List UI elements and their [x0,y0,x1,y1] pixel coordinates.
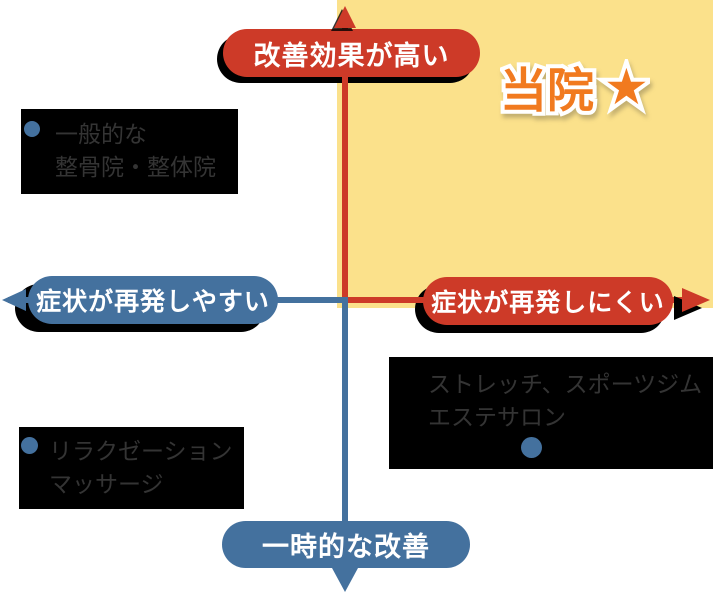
arrow-left-icon [2,289,26,311]
vertical-axis-top-line [342,22,348,300]
axis-label-left-text: 症状が再発しやすい [36,288,270,316]
axis-label-bottom-text: 一時的な改善 [262,532,430,562]
competitor-general-line2: 整骨院・整体院 [55,154,216,180]
arrow-right-icon [682,288,710,312]
competitor-relaxation-line1: リラクゼーション [49,438,233,464]
star-icon: ★ [600,55,653,119]
arrow-up-icon [334,6,356,28]
axis-label-top: 改善効果が高い [223,29,480,77]
bullet-dot-icon [24,121,40,137]
our-clinic-label: 当院 ★ [496,52,653,122]
axis-label-right: 症状が再発しにくい [423,277,673,325]
vertical-axis-bottom-line [342,300,348,572]
bullet-dot-icon [521,437,542,458]
axis-label-top-text: 改善効果が高い [253,40,450,71]
competitor-general-line1: 一般的な [55,121,147,147]
our-clinic-text: 当院 [496,60,598,121]
competitor-stretch-line2: エステサロン [428,404,566,430]
arrow-down-icon [332,568,358,592]
competitor-box-stretch-gym-salon: ストレッチ、スポーツジム エステサロン [389,357,713,469]
competitor-box-general-clinics: 一般的な 整骨院・整体院 [21,109,238,194]
axis-label-bottom: 一時的な改善 [222,521,470,568]
competitor-stretch-line1: ストレッチ、スポーツジム [428,371,703,397]
competitor-relaxation-line2: マッサージ [49,471,164,497]
bullet-dot-icon [21,437,38,454]
competitor-box-relaxation-massage: リラクゼーション マッサージ [19,427,244,509]
axis-label-left: 症状が再発しやすい [28,276,278,324]
axis-label-right-text: 症状が再発しにくい [431,289,665,317]
